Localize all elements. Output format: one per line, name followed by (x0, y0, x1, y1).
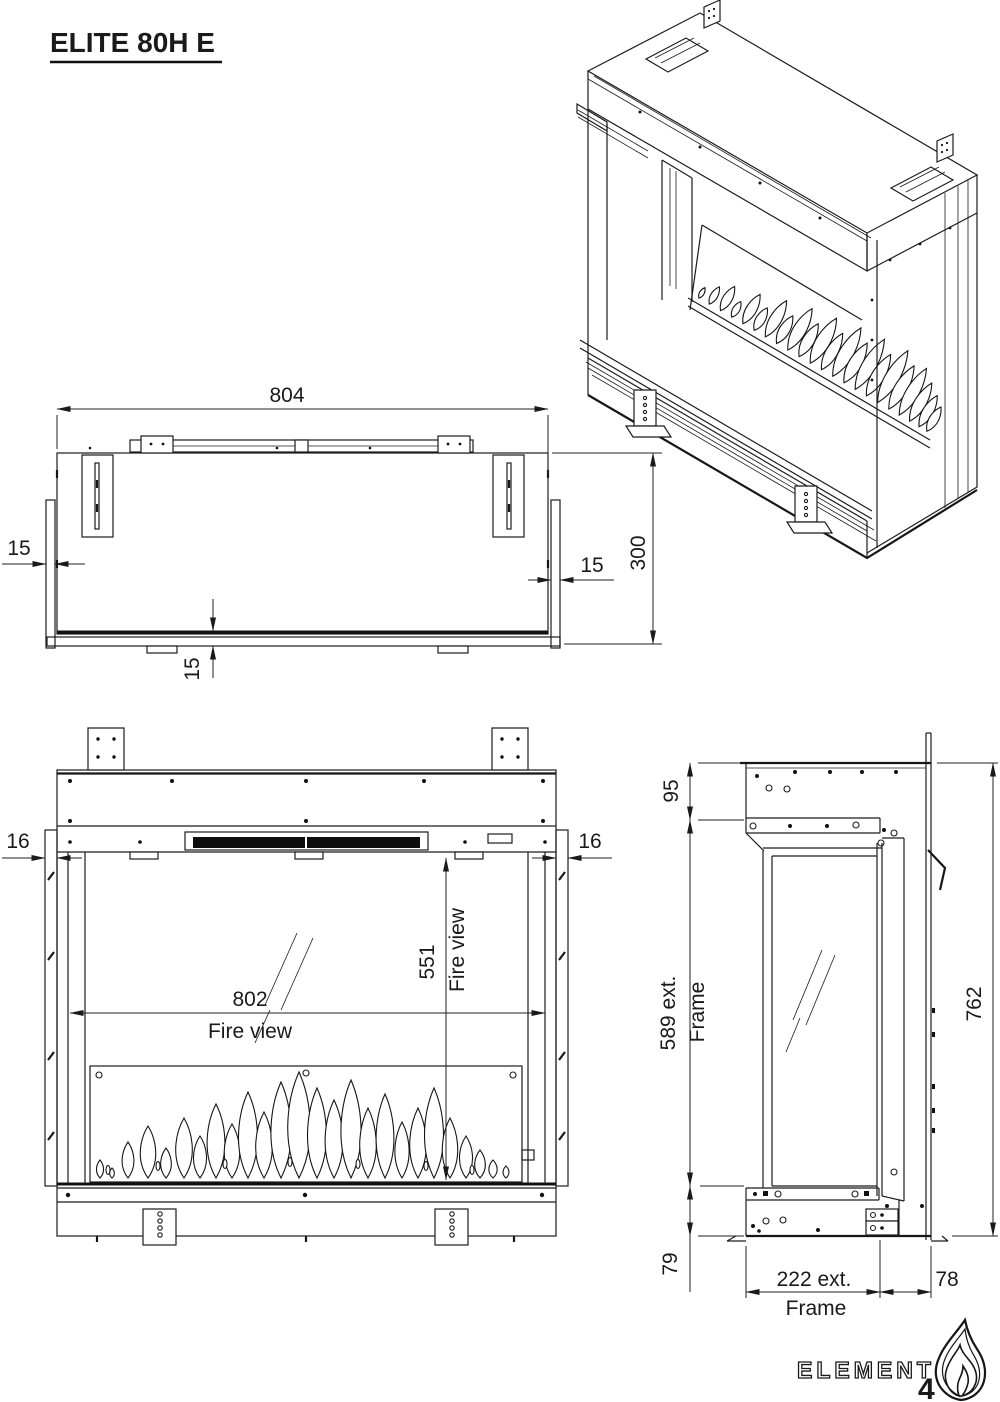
flame-icon (934, 1317, 987, 1402)
logo-number: 4 (918, 1373, 935, 1402)
dim-front-glass-left: 16 (6, 830, 29, 853)
dim-rear-depth: 78 (935, 1268, 958, 1291)
dim-frame-height: 589 ext. (657, 976, 680, 1051)
fire-height-caption: Fire view (446, 907, 469, 992)
side-view: 95 589 ext. Frame 79 762 222 ext. Frame … (657, 732, 998, 1320)
dim-fire-width: 802 (232, 988, 267, 1011)
frame-height-caption: Frame (686, 982, 709, 1043)
logo-brand-text: ELEMENT (797, 1357, 935, 1383)
flame-pattern (95, 1070, 510, 1180)
dim-frame-depth: 222 ext. (777, 1268, 852, 1291)
dim-side-top: 95 (660, 779, 683, 802)
dim-top-glass-right: 15 (580, 554, 603, 577)
dim-top-glass-front: 15 (181, 657, 204, 680)
title-block: ELITE 80H E (50, 27, 222, 64)
dim-top-width: 804 (269, 384, 304, 407)
dim-total-height: 762 (963, 986, 986, 1021)
frame-depth-caption: Frame (786, 1297, 847, 1320)
isometric-view (576, 0, 979, 560)
dim-top-glass-left: 15 (7, 537, 30, 560)
top-view: 804 15 15 300 15 (2, 384, 662, 681)
dim-front-glass-right: 16 (578, 830, 601, 853)
page-title: ELITE 80H E (50, 27, 215, 58)
dim-fire-height: 551 (416, 944, 439, 979)
front-view: 16 16 802 Fire view 551 Fire view (2, 727, 612, 1246)
iso-flame-pattern (698, 285, 942, 432)
dim-top-depth: 300 (627, 535, 650, 570)
brand-logo: ELEMENT 4 (796, 1317, 987, 1402)
fire-width-caption: Fire view (208, 1020, 293, 1043)
dim-base-height: 79 (659, 1252, 682, 1275)
